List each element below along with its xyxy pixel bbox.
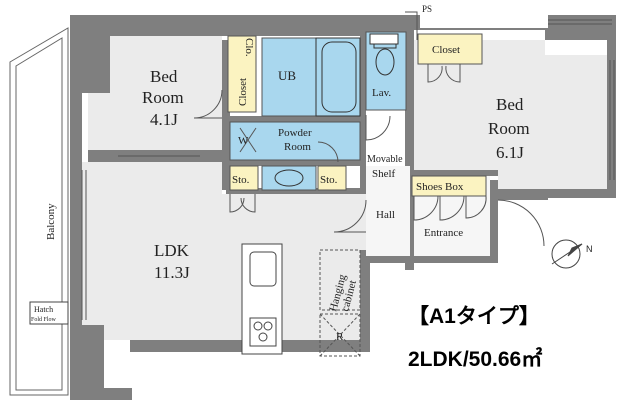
bed-room-left-label: Bed xyxy=(150,67,178,86)
powder-room-label: Powder xyxy=(278,127,312,139)
closets xyxy=(227,33,487,197)
shoes-box-label: Shoes Box xyxy=(416,181,464,193)
bed-room-left-label-2: Room xyxy=(142,88,184,107)
storage-1-label: Sto. xyxy=(232,174,250,186)
movable-shelf-label: Movable xyxy=(367,154,403,165)
movable-shelf-label-2: Shelf xyxy=(372,168,396,180)
fixtures xyxy=(274,33,399,187)
ldk-size: 11.3J xyxy=(154,263,190,282)
balcony-area xyxy=(9,27,69,396)
windows xyxy=(81,19,615,320)
ldk-label: LDK xyxy=(154,241,190,260)
balcony-label: Balcony xyxy=(45,203,57,240)
closet-vertical-label: Closet xyxy=(237,78,249,106)
walls xyxy=(70,15,616,400)
kitchen-counter xyxy=(241,243,283,355)
unit-type-label: 【A1タイプ】 xyxy=(408,305,540,328)
hall-label: Hall xyxy=(376,209,395,221)
powder-room-label-2: Room xyxy=(284,141,311,153)
ub-label: UB xyxy=(278,68,296,83)
lav-label: Lav. xyxy=(372,87,391,99)
bed-room-right-label: Bed xyxy=(496,95,524,114)
washer-label: W xyxy=(238,135,249,147)
clo-label: Clo. xyxy=(243,38,255,57)
hanging-cabinet xyxy=(319,249,361,357)
hatch-box: Hatch Fold Flow xyxy=(29,301,69,325)
bed-room-right-size: 6.1J xyxy=(496,143,524,162)
north-compass-icon xyxy=(551,239,583,269)
ps-marker xyxy=(405,11,418,40)
north-label: N xyxy=(586,244,593,254)
unit-area-label: 2LDK/50.66㎡ xyxy=(408,348,543,371)
doors xyxy=(193,64,545,247)
entrance-label: Entrance xyxy=(424,227,463,239)
closet-top-label: Closet xyxy=(432,44,460,56)
bed-room-right-label-2: Room xyxy=(488,119,530,138)
hatch-sub-label: Fold Flow xyxy=(31,317,57,323)
bed-room-left-size: 4.1J xyxy=(150,110,178,129)
hatch-label: Hatch xyxy=(34,305,53,314)
refrigerator-label: R xyxy=(336,331,344,343)
storage-2-label: Sto. xyxy=(320,174,338,186)
ps-label: PS xyxy=(422,4,432,14)
